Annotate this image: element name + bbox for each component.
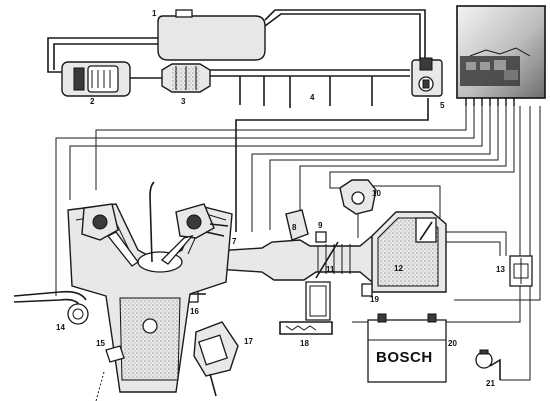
label-19: 19 (370, 295, 379, 304)
label-16: 16 (190, 307, 199, 316)
intake-air-sensor: 9 (315, 221, 327, 243)
label-20: 20 (448, 339, 457, 348)
pressure-regulator: 5 (411, 57, 445, 110)
control-unit (456, 5, 546, 106)
label-21: 21 (486, 379, 495, 388)
label-7: 7 (232, 237, 237, 246)
auxiliary-air-valve: 18 19 (279, 281, 379, 348)
cold-start-valve: 8 (285, 209, 309, 241)
throttle-valve-switch: 10 (339, 179, 381, 238)
speed-sensor: 15 (95, 339, 125, 401)
exhaust-pipe: 14 (13, 290, 89, 332)
label-14: 14 (56, 323, 65, 332)
injector-right: 7 (160, 203, 237, 265)
label-17: 17 (244, 337, 253, 346)
label-12: 12 (394, 264, 403, 273)
label-18: 18 (300, 339, 309, 348)
fuel-tank: 1 (152, 9, 266, 61)
battery: BOSCH 20 (367, 313, 457, 383)
label-11: 11 (326, 265, 335, 274)
ignition-switch: 21 (475, 349, 501, 388)
fuel-pump: 2 (61, 61, 131, 106)
label-9: 9 (318, 221, 323, 230)
label-4: 4 (310, 93, 315, 102)
label-10: 10 (372, 189, 381, 198)
label-1: 1 (152, 9, 157, 18)
engine-block (67, 203, 233, 393)
injector-left (81, 203, 139, 267)
distributor: 17 (193, 321, 253, 397)
label-15: 15 (96, 339, 105, 348)
control-relay: 13 (496, 255, 533, 287)
label-13: 13 (496, 265, 505, 274)
wiring-harness (55, 106, 541, 381)
spark-plug-lead (149, 181, 155, 263)
fuel-filter: 3 (161, 63, 211, 106)
label-8: 8 (292, 223, 297, 232)
air-flow-meter: 12 (371, 211, 447, 293)
label-2: 2 (90, 97, 95, 106)
fuel-lines (47, 9, 429, 232)
battery-brand-label: BOSCH (376, 349, 433, 366)
label-3: 3 (181, 97, 186, 106)
label-5: 5 (440, 101, 445, 110)
